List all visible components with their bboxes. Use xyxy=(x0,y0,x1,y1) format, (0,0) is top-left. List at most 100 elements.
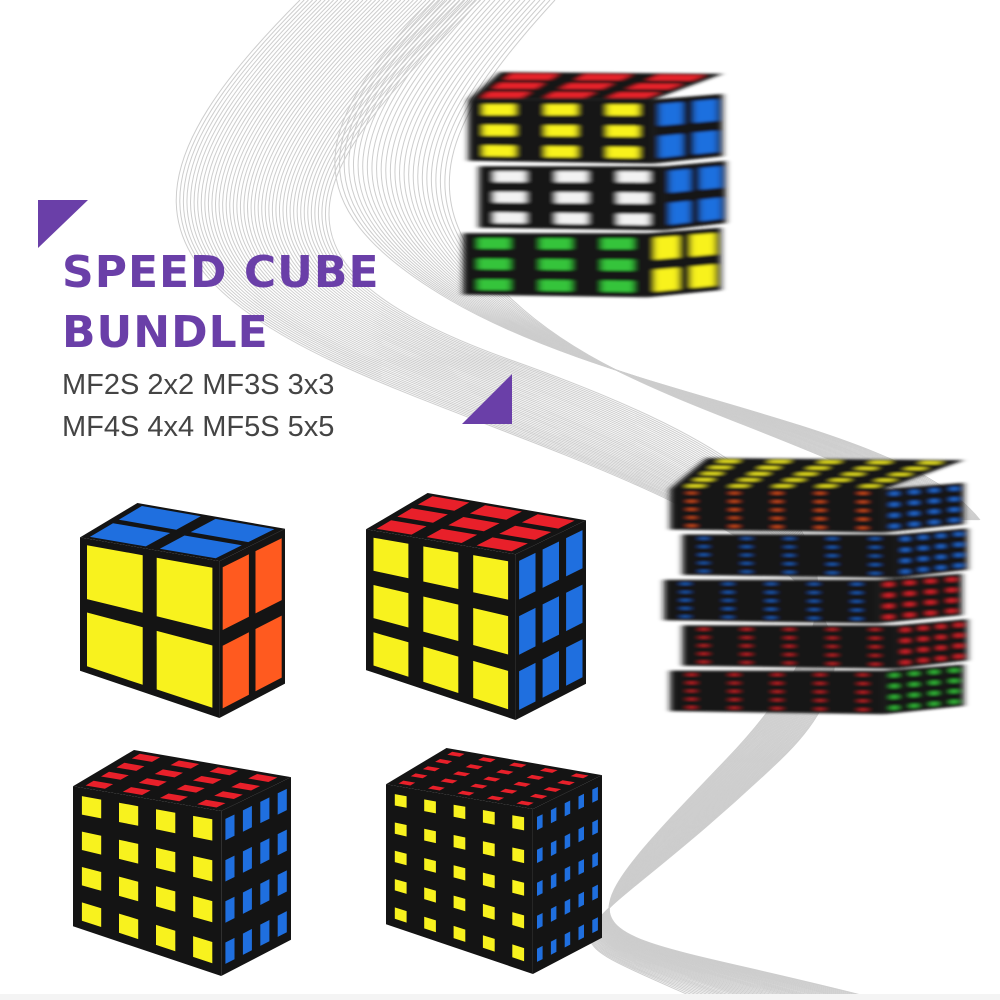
sticker xyxy=(539,259,572,271)
sticker xyxy=(828,563,837,566)
sticker xyxy=(902,627,909,633)
sticker xyxy=(910,692,918,698)
sticker xyxy=(138,778,167,787)
sticker xyxy=(681,599,690,601)
spin-side-face xyxy=(884,482,964,533)
sticker xyxy=(470,783,488,789)
sticker xyxy=(852,583,862,585)
sticker xyxy=(482,810,495,825)
headline-line-2: BUNDLE xyxy=(62,307,269,358)
subtitle-line-2: MF4S 4x4 MF5S 5x5 xyxy=(62,411,335,443)
sticker xyxy=(592,884,598,901)
sticker xyxy=(424,916,436,933)
sticker xyxy=(888,473,913,476)
sticker xyxy=(260,797,270,824)
sticker xyxy=(242,805,252,832)
sticker xyxy=(766,599,776,602)
spin-side-face xyxy=(896,528,968,578)
sticker xyxy=(930,498,938,504)
sticker xyxy=(601,259,634,271)
sticker xyxy=(550,938,557,955)
sticker xyxy=(225,937,235,964)
sticker xyxy=(394,907,407,923)
sticker xyxy=(373,632,409,677)
sticker xyxy=(119,802,139,826)
sticker xyxy=(542,651,559,698)
sticker xyxy=(156,557,213,630)
sticker xyxy=(884,582,893,587)
sticker xyxy=(89,523,171,547)
sticker xyxy=(512,879,525,896)
sticker xyxy=(469,505,522,520)
sticker xyxy=(930,669,938,675)
sticker xyxy=(542,541,559,588)
sticker xyxy=(890,491,898,496)
sticker xyxy=(955,622,962,628)
sticker xyxy=(453,925,466,942)
sticker xyxy=(398,780,416,786)
sticker xyxy=(492,82,545,89)
sticker xyxy=(785,562,794,565)
sticker xyxy=(592,786,598,803)
sticker xyxy=(828,554,837,557)
sticker xyxy=(724,616,733,618)
sticker xyxy=(772,682,782,685)
sticker xyxy=(539,238,572,250)
sticker xyxy=(426,528,478,543)
sticker xyxy=(119,839,139,864)
sticker xyxy=(156,630,213,708)
sticker xyxy=(947,587,956,593)
sticker xyxy=(537,945,543,962)
sticker xyxy=(654,267,679,292)
sticker xyxy=(222,554,249,630)
sticker xyxy=(699,628,709,631)
sticker xyxy=(477,238,510,249)
sticker xyxy=(884,614,893,620)
sticker xyxy=(852,591,862,594)
sticker xyxy=(742,537,751,540)
sticker xyxy=(890,673,898,678)
sticker xyxy=(699,562,709,564)
sticker xyxy=(947,598,956,603)
sticker xyxy=(852,600,862,603)
sticker xyxy=(537,913,543,929)
sticker xyxy=(910,511,918,516)
sticker xyxy=(516,800,534,806)
sticker xyxy=(724,599,733,602)
sticker xyxy=(699,652,709,655)
sticker xyxy=(481,91,531,98)
sticker xyxy=(190,518,275,543)
sticker xyxy=(592,819,598,836)
sticker xyxy=(700,166,721,190)
sticker xyxy=(828,628,837,631)
sticker xyxy=(699,537,709,540)
sticker xyxy=(448,517,500,532)
sticker xyxy=(828,478,852,482)
sticker xyxy=(783,478,807,482)
sticker xyxy=(424,799,436,814)
sticker xyxy=(828,537,837,540)
sticker xyxy=(815,691,825,693)
sticker xyxy=(394,850,407,866)
sticker xyxy=(858,518,868,521)
sticker xyxy=(376,520,427,535)
sticker xyxy=(156,847,176,873)
sticker xyxy=(440,778,458,784)
sticker xyxy=(225,814,235,841)
sticker xyxy=(870,645,880,648)
sticker xyxy=(277,911,287,937)
sticker xyxy=(482,903,495,920)
sticker xyxy=(884,593,893,598)
sticker xyxy=(423,646,459,693)
sticker xyxy=(156,809,176,834)
sticker xyxy=(410,773,428,779)
sticker xyxy=(478,757,496,763)
sticker xyxy=(559,83,614,89)
sticker xyxy=(955,654,962,659)
sticker xyxy=(742,554,751,556)
sticker xyxy=(578,891,584,908)
sticker xyxy=(870,572,880,575)
sticker xyxy=(81,867,102,891)
sticker xyxy=(772,707,782,710)
sticker xyxy=(937,645,945,650)
